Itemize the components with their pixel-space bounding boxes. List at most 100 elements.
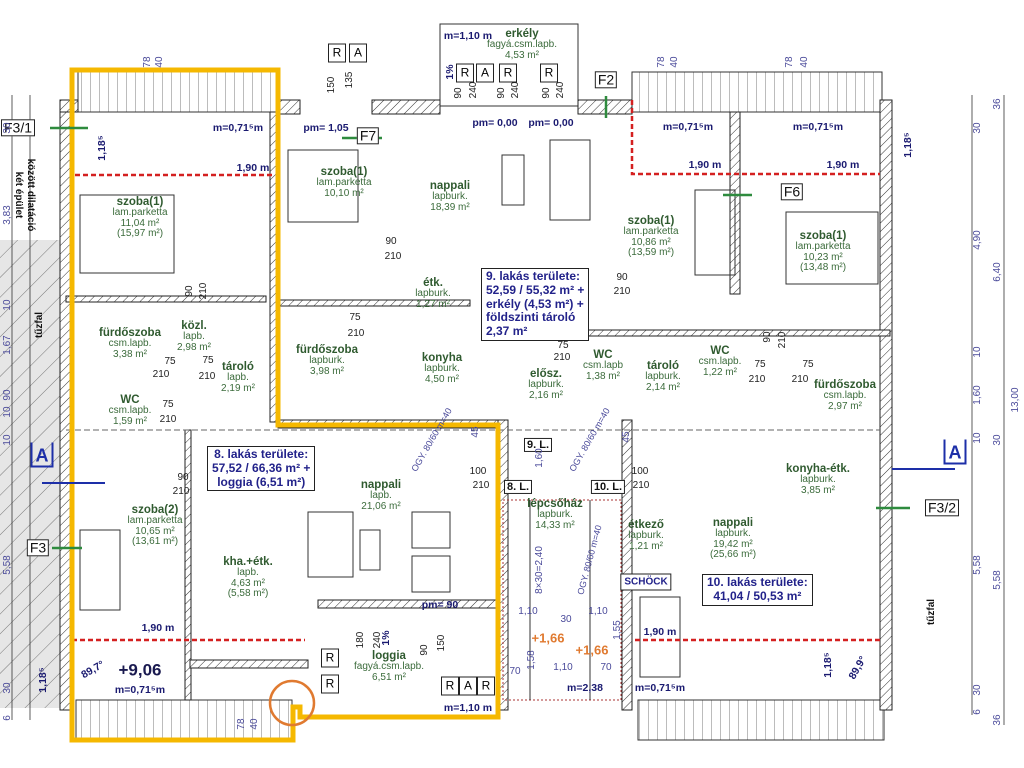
- room-area: 14,33 m²: [535, 519, 575, 531]
- window-tag: A: [459, 676, 477, 696]
- staircase-tag: 9. L.: [523, 437, 553, 453]
- room-area: 1,38 m²: [586, 370, 620, 382]
- room-floor: lapburk.: [528, 379, 564, 391]
- room-floor: lapburk.: [432, 191, 468, 203]
- door-dimension: 90: [419, 644, 430, 656]
- door-dimension: 90: [184, 285, 195, 297]
- dimension-label: 10: [972, 346, 983, 358]
- room-floor: lapburk.: [415, 288, 451, 300]
- dimension-label: 10: [2, 434, 13, 446]
- room-label[interactable]: közl.lapb.2,98 m²: [177, 320, 211, 353]
- window-tag: A: [476, 63, 494, 83]
- dimension-label: 40: [669, 56, 680, 68]
- dilatation-note: két épület: [13, 171, 24, 219]
- apartment-area-line: földszinti tároló: [486, 310, 576, 325]
- room-area: 4,63 m²: [231, 577, 265, 589]
- door-dimension: 240: [510, 81, 521, 99]
- height-annotation: m=0,71⁵m: [114, 683, 166, 696]
- door-dimension: 90: [496, 87, 507, 99]
- facade-marker[interactable]: F3/2: [924, 499, 960, 517]
- height-annotation: 1,90 m: [141, 621, 175, 634]
- height-annotation: 1,90 m: [826, 158, 860, 171]
- room-label[interactable]: konyha-étk.lapburk.3,85 m²: [786, 463, 850, 496]
- height-annotation: pm= 0,00: [472, 116, 518, 129]
- apartment-area-line: 57,52 / 66,36 m² +: [212, 460, 311, 475]
- room-gross: (15,97 m²): [116, 228, 164, 240]
- window-tag: R: [540, 63, 558, 83]
- facade-marker[interactable]: F3: [26, 539, 50, 557]
- door-dimension: 210: [198, 371, 216, 382]
- facade-marker[interactable]: F7: [356, 127, 380, 145]
- staircase-tag: 8. L.: [503, 479, 533, 495]
- height-annotation: pm= 1,05: [303, 121, 349, 134]
- door-dimension: 150: [326, 76, 337, 94]
- room-name: fürdőszoba: [814, 379, 876, 391]
- dimension-label: 6: [972, 709, 983, 715]
- facade-marker[interactable]: F3/1: [0, 119, 36, 137]
- dimension-label: 5,58: [992, 570, 1003, 590]
- highlight-circle: [268, 679, 316, 727]
- room-name: konyha-étk.: [786, 463, 850, 475]
- room-label[interactable]: étk.lapburk.1,27 m²: [415, 277, 451, 310]
- balcony-bottom-left: [75, 699, 293, 741]
- room-name: tároló: [222, 361, 254, 373]
- room-area: 21,06 m²: [361, 500, 401, 512]
- height-annotation: m=1,10 m: [443, 701, 493, 714]
- room-area: 18,39 m²: [430, 201, 470, 213]
- room-floor: lapb.: [237, 567, 259, 579]
- dimension-label: 5,58: [2, 555, 13, 575]
- room-name: erkély: [505, 28, 539, 40]
- erkely-outline: [439, 23, 579, 107]
- room-label[interactable]: kha.+étk.lapb.4,63 m²(5,58 m²): [223, 556, 273, 600]
- room-label[interactable]: elősz.lapburk.2,16 m²: [528, 368, 564, 401]
- room-floor: csm.lapb: [582, 360, 624, 372]
- door-dimension: 90: [453, 87, 464, 99]
- firewall-label: tűzfal: [34, 311, 45, 339]
- dimension-label: 8×30=2,40: [534, 546, 545, 594]
- room-gross: (5,58 m²): [227, 588, 269, 600]
- section-marker-a[interactable]: A: [943, 439, 967, 465]
- height-annotation: m=1,10 m: [443, 29, 493, 42]
- room-area: 2,98 m²: [177, 341, 211, 353]
- room-floor: csm.lapb.: [108, 338, 152, 350]
- room-area: 19,42 m²: [713, 538, 753, 550]
- dimension-label: 10: [2, 299, 13, 311]
- height-line-190: [72, 100, 882, 642]
- height-annotation: 1,90 m: [236, 161, 270, 174]
- facade-marker[interactable]: F6: [780, 183, 804, 201]
- room-floor: csm.lapb.: [108, 405, 152, 417]
- dimension-label: 45: [621, 431, 632, 443]
- door-dimension: 240: [555, 81, 566, 99]
- balcony-top-right: [631, 71, 883, 113]
- section-marker-a[interactable]: A: [30, 442, 54, 468]
- room-name: WC: [120, 394, 140, 406]
- apartment-area-line: erkély (4,53 m²) +: [486, 296, 584, 311]
- room-name: tároló: [647, 360, 679, 372]
- dimension-label: 13,00: [1010, 387, 1021, 413]
- room-name: étk.: [423, 277, 443, 289]
- facade-marker[interactable]: F2: [594, 71, 618, 89]
- room-area: 2,16 m²: [529, 389, 563, 401]
- room-floor: fagyá.csm.lapb.: [353, 661, 425, 673]
